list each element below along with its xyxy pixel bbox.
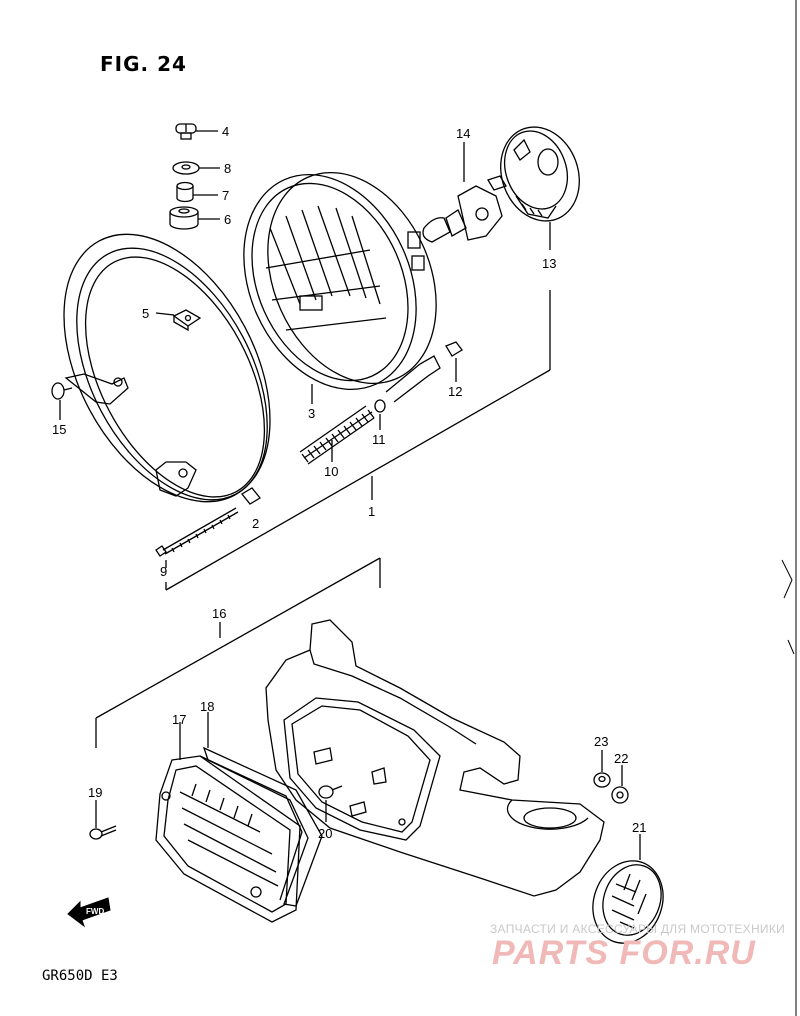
part-6-grommet <box>169 206 199 230</box>
part-7-collar <box>176 181 194 203</box>
callout-5: 5 <box>142 306 149 321</box>
callout-labels: 1 2 3 4 5 6 7 8 9 10 11 12 13 14 15 16 1… <box>52 124 646 841</box>
callout-2: 2 <box>252 516 259 531</box>
model-code: GR650D E3 <box>42 968 118 984</box>
watermark-brand: PARTS FOR.RU <box>492 934 756 972</box>
assembly-1-bracket <box>165 290 551 591</box>
part-20-screw <box>318 785 343 799</box>
callout-10: 10 <box>324 464 338 479</box>
part-3-headlight-unit <box>243 171 441 403</box>
callout-20: 20 <box>318 826 332 841</box>
part-22-washer <box>611 786 629 804</box>
part-11-washer <box>374 399 386 413</box>
callout-1: 1 <box>368 504 375 519</box>
figure-title: FIG. 24 <box>100 52 187 76</box>
callout-21: 21 <box>632 820 646 835</box>
callout-9: 9 <box>160 564 167 579</box>
part-23-nut <box>593 772 611 788</box>
callout-17: 17 <box>172 712 186 727</box>
part-21-reflector <box>592 860 664 944</box>
part-18-gasket <box>199 746 323 907</box>
part-2-headlight-housing <box>63 233 271 505</box>
callout-8: 8 <box>224 161 231 176</box>
part-5-clip <box>172 309 202 332</box>
part-16-headlight-cowl <box>265 619 605 897</box>
callout-12: 12 <box>448 384 462 399</box>
part-8-washer <box>172 161 200 175</box>
assembly-16-bracket <box>95 557 381 748</box>
part-4-bolt <box>175 123 197 140</box>
callout-4: 4 <box>222 124 229 139</box>
fwd-label: FWD <box>86 907 104 916</box>
watermark-tagline: ЗАПЧАСТИ И АКСЕССУАРЫ ДЛЯ МОТОТЕХНИКИ <box>490 922 786 936</box>
part-15-screw <box>51 382 73 400</box>
callout-3: 3 <box>308 406 315 421</box>
part-9-long-screw <box>155 507 239 557</box>
part-12-nut <box>445 341 463 357</box>
part-13-socket-cover <box>500 126 580 222</box>
callout-7: 7 <box>222 188 229 203</box>
part-19-screw <box>89 825 117 840</box>
callout-14: 14 <box>456 126 470 141</box>
callout-13: 13 <box>542 256 556 271</box>
callout-23: 23 <box>594 734 608 749</box>
forward-arrow-icon: FWD <box>67 897 111 928</box>
part-17-lens-panel <box>155 755 301 923</box>
callout-16: 16 <box>212 606 226 621</box>
callout-18: 18 <box>200 699 214 714</box>
callout-22: 22 <box>614 751 628 766</box>
callout-6: 6 <box>224 212 231 227</box>
callout-19: 19 <box>88 785 102 800</box>
part-10-spring <box>299 405 375 465</box>
callout-11: 11 <box>372 432 386 447</box>
callout-15: 15 <box>52 422 66 437</box>
part-14-bulb <box>422 175 507 243</box>
